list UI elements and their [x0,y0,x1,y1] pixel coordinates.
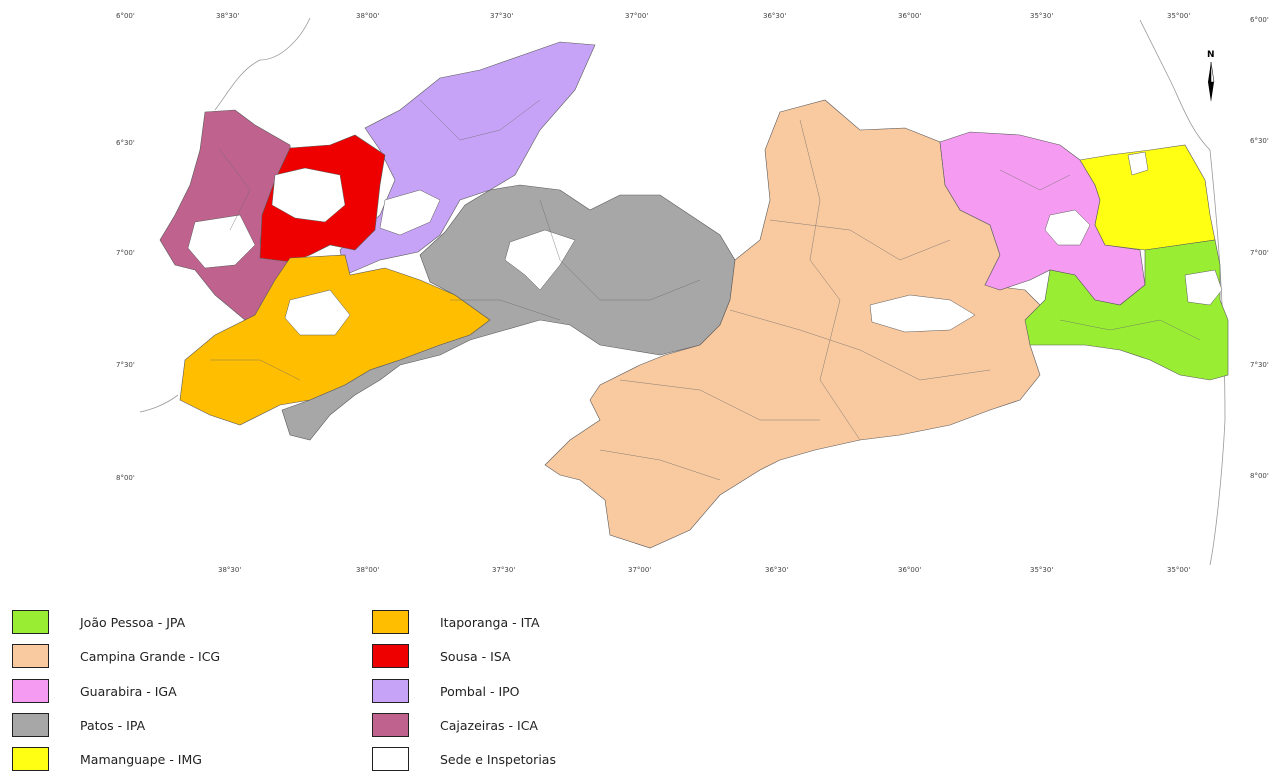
sede-patos [504,229,576,291]
legend-item-sede: Sede e Inspetorias [372,746,556,772]
legend-label-guarabira: Guarabira - IGA [80,683,177,699]
coastline-west [214,17,311,111]
legend-label-patos: Patos - IPA [80,717,146,733]
legend: João Pessoa - JPA Campina Grande - ICG G… [0,598,1271,784]
left-tick-2: 7°30' [116,361,135,369]
legend-label-itaporanga: Itaporanga - ITA [440,614,540,630]
legend-swatch-guarabira [12,679,49,703]
bottom-tick-0: 38°30' [218,566,241,574]
legend-swatch-joao-pessoa [12,610,49,634]
north-arrow-icon: N [1207,50,1215,102]
top-tick-3: 37°30' [490,12,513,20]
state-map: 6°00' 38°30' 38°00' 37°30' 37°00' 36°30'… [116,12,1269,574]
legend-item-joao-pessoa: João Pessoa - JPA [12,609,185,635]
sede-sousa [271,167,346,223]
legend-swatch-cajazeiras [372,713,409,737]
legend-label-joao-pessoa: João Pessoa - JPA [80,614,186,630]
north-label: N [1207,50,1215,60]
bottom-tick-2: 37°30' [492,566,515,574]
region-patos [281,184,736,441]
top-tick-2: 38°00' [356,12,379,20]
sede-pombal [379,189,441,236]
top-tick-1: 38°30' [216,12,239,20]
legend-swatch-campina-grande [12,644,49,668]
region-joao-pessoa [1024,239,1229,381]
legend-label-mamanguape: Mamanguape - IMG [80,751,202,767]
legend-swatch-sede [372,747,409,771]
coastline-southwest [139,394,179,413]
legend-item-itaporanga: Itaporanga - ITA [372,609,540,635]
right-tick-3: 8°00' [1250,472,1269,480]
sede-guarabira [1044,209,1091,246]
bottom-tick-6: 35°30' [1030,566,1053,574]
top-tick-6: 36°00' [898,12,921,20]
legend-swatch-mamanguape [12,747,49,771]
right-tick-0: 6°30' [1250,137,1269,145]
left-tick-0: 6°30' [116,139,135,147]
legend-item-mamanguape: Mamanguape - IMG [12,746,202,772]
bottom-tick-7: 35°00' [1167,566,1190,574]
legend-label-sede: Sede e Inspetorias [440,751,556,767]
bottom-tick-4: 36°30' [765,566,788,574]
sede-joao-pessoa [1184,269,1223,306]
legend-label-pombal: Pombal - IPO [440,683,520,699]
top-tick-5: 36°30' [763,12,786,20]
municipality-borders [210,99,1201,481]
region-mamanguape [1079,144,1216,251]
legend-swatch-itaporanga [372,610,409,634]
sede-mamanguape [1127,151,1149,176]
right-tick-2: 7°30' [1250,361,1269,369]
legend-item-guarabira: Guarabira - IGA [12,678,177,704]
top-tick-4: 37°00' [625,12,648,20]
sede-itaporanga [284,289,351,336]
legend-label-sousa: Sousa - ISA [440,648,511,664]
legend-label-campina-grande: Campina Grande - ICG [80,648,221,664]
legend-item-pombal: Pombal - IPO [372,678,520,704]
right-tick-1: 7°00' [1250,249,1269,257]
legend-item-campina-grande: Campina Grande - ICG [12,643,220,669]
legend-label-cajazeiras: Cajazeiras - ICA [440,717,538,733]
top-tick-8: 35°00' [1167,12,1190,20]
left-tick-3: 8°00' [116,474,135,482]
bottom-tick-3: 37°00' [628,566,651,574]
legend-swatch-sousa [372,644,409,668]
bottom-tick-5: 36°00' [898,566,921,574]
coastline-east [1139,19,1226,566]
left-tick-1: 7°00' [116,249,135,257]
bottom-tick-1: 38°00' [356,566,379,574]
top-tick-9: 6°00' [1250,16,1269,24]
top-tick-7: 35°30' [1030,12,1053,20]
legend-item-cajazeiras: Cajazeiras - ICA [372,712,538,738]
legend-item-patos: Patos - IPA [12,712,145,738]
sede-cajazeiras [187,214,256,269]
legend-swatch-patos [12,713,49,737]
legend-item-sousa: Sousa - ISA [372,643,511,669]
legend-swatch-pombal [372,679,409,703]
top-tick-0: 6°00' [116,12,135,20]
sede-campina-grande [869,294,976,333]
